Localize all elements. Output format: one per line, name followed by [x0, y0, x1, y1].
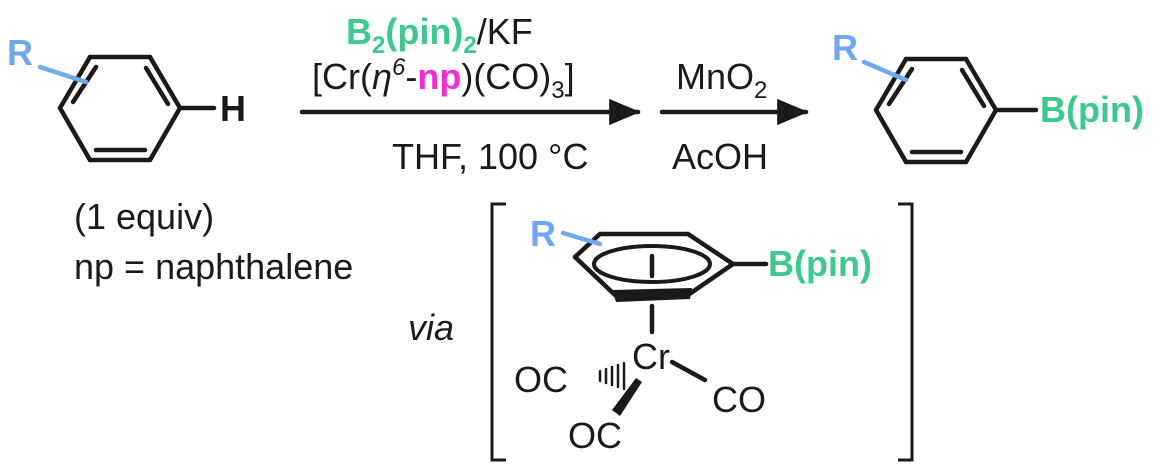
substrate-hydrogen: H — [220, 88, 246, 129]
intermediate-arene-ring — [572, 231, 736, 302]
carbonyl-left: OC — [514, 359, 568, 400]
oxidant-subscript: 2 — [754, 77, 767, 104]
product-r-group: R — [832, 27, 858, 68]
intermediate-r-bond — [560, 230, 603, 247]
catalyst-open: [Cr( — [312, 56, 372, 97]
reagent-boron: B — [346, 11, 372, 52]
intermediate-bpin: B(pin) — [768, 243, 872, 284]
substrate-r-bond — [37, 64, 89, 85]
hashed-wedge-co-left — [598, 361, 626, 391]
step1-reagent: B2(pin)2/KF — [346, 11, 533, 59]
catalyst-naphthalene: np — [417, 56, 461, 97]
catalyst-dash: - — [405, 56, 417, 97]
step2-oxidant: MnO2 — [676, 56, 767, 104]
step1-conditions: THF, 100 °C — [392, 136, 588, 177]
substrate-benzene-ring — [57, 54, 183, 163]
intermediate-bracket-left — [490, 202, 506, 462]
intermediate-bracket-right — [898, 202, 914, 462]
intermediate-complex: R B(pin) Cr OC CO OC — [514, 213, 872, 456]
step1-catalyst: [Cr(η6-np)(CO)3] — [312, 54, 575, 104]
substrate-r-group: R — [7, 32, 33, 73]
carbonyl-bottom: OC — [568, 415, 622, 456]
catalyst-close: )(CO) — [461, 56, 551, 97]
catalyst-eta: η — [372, 56, 392, 97]
equiv-note: (1 equiv) — [74, 196, 214, 237]
cr-co-right-bond — [669, 359, 708, 383]
catalyst-subscript: 3 — [551, 77, 564, 104]
product-r-bond — [861, 59, 909, 83]
reagent-pin-subscript: 2 — [463, 32, 476, 59]
np-definition: np = naphthalene — [74, 246, 353, 287]
substrate-arene: R H — [7, 32, 246, 163]
product-arene: R B(pin) — [832, 27, 1144, 165]
intermediate-r-group: R — [530, 213, 556, 254]
step2-acid: AcOH — [672, 136, 768, 177]
oxidant-formula: MnO — [676, 56, 754, 97]
catalyst-eta-superscript: 6 — [392, 54, 406, 81]
product-bpin: B(pin) — [1040, 89, 1144, 130]
carbonyl-right: CO — [712, 379, 766, 420]
wedge-co-bottom — [612, 378, 642, 416]
reagent-pin: (pin) — [385, 11, 463, 52]
reagent-kf: /KF — [477, 11, 533, 52]
chromium-center: Cr — [632, 336, 670, 377]
catalyst-bracket: ] — [565, 56, 575, 97]
product-benzene-ring — [873, 56, 999, 165]
reagent-boron-subscript: 2 — [372, 32, 385, 59]
via-label: via — [408, 307, 454, 348]
